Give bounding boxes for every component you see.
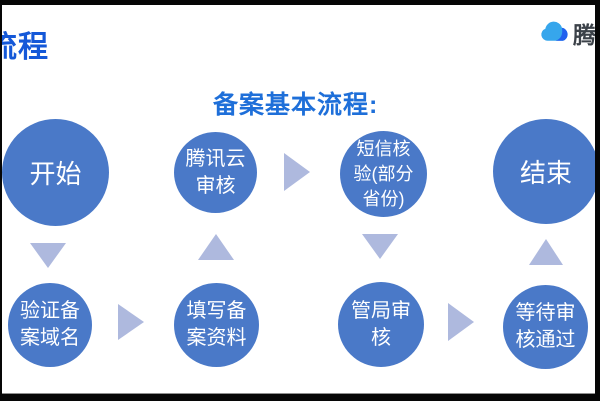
arrow-up-icon bbox=[529, 239, 563, 265]
letterbox-bar-right bbox=[595, 0, 600, 400]
arrow-up-icon bbox=[198, 234, 234, 260]
arrow-down-icon bbox=[362, 234, 398, 259]
slide-title: 流程 bbox=[0, 31, 49, 64]
flow-node-start: 开始 bbox=[2, 119, 109, 226]
flow-node-tencent-review: 腾讯云 审核 bbox=[174, 132, 257, 213]
letterbox-bar-top bbox=[0, 0, 600, 5]
cloud-icon bbox=[539, 21, 570, 45]
arrow-right-icon bbox=[284, 153, 310, 191]
arrow-right-icon bbox=[118, 304, 144, 340]
flow-node-bureau-review: 管局审 核 bbox=[338, 282, 424, 367]
flow-node-sms-verify: 短信核 验(部分 省份) bbox=[340, 131, 427, 217]
section-heading: 备案基本流程: bbox=[213, 91, 379, 119]
flow-node-verify-domain: 验证备 案域名 bbox=[8, 283, 92, 367]
arrow-right-icon bbox=[448, 303, 474, 341]
arrow-down-icon bbox=[30, 243, 66, 268]
tencent-cloud-logo: 腾讯 bbox=[539, 16, 600, 50]
letterbox-bar-left bbox=[0, 0, 2, 400]
flow-node-fill-info: 填写备 案资料 bbox=[174, 283, 259, 367]
flow-node-end: 结束 bbox=[493, 119, 599, 224]
flow-node-wait-approval: 等待审 核通过 bbox=[503, 285, 588, 369]
letterbox-bar-bottom bbox=[0, 393, 600, 401]
